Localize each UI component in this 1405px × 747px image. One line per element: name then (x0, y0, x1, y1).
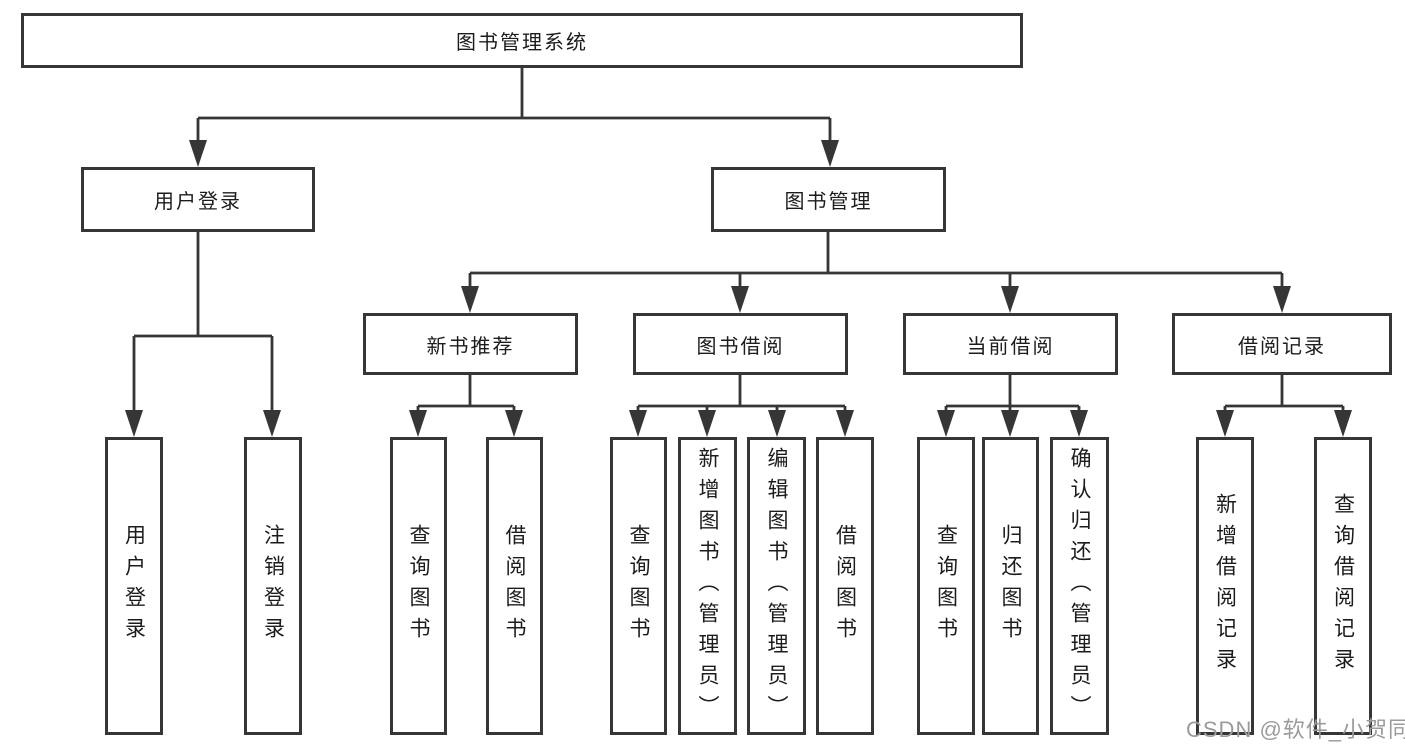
node-borrow-records: 借阅记录 (1172, 313, 1392, 375)
node-user-login: 用户登录 (81, 167, 315, 232)
leaf-logout: 注销登录 (244, 437, 302, 735)
leaf-return-book: 归还图书 (982, 437, 1039, 735)
node-new-book-recommend: 新书推荐 (363, 313, 578, 375)
csdn-watermark: CSDN @软件_小贺同学 (1186, 717, 1405, 742)
leaf-borrow-book: 借阅图书 (816, 437, 874, 735)
leaf-query-book-current: 查询图书 (917, 437, 975, 735)
leaf-query-borrow-record: 查询借阅记录 (1314, 437, 1372, 735)
leaf-add-borrow-record: 新增借阅记录 (1196, 437, 1254, 735)
leaf-edit-book-admin: 编辑图书（管理员） (747, 437, 806, 735)
node-book-management: 图书管理 (711, 167, 946, 232)
leaf-borrow-book-recommend: 借阅图书 (486, 437, 543, 735)
node-library-management-system: 图书管理系统 (21, 13, 1023, 68)
leaf-query-book-borrow: 查询图书 (610, 437, 667, 735)
leaf-confirm-return-admin: 确认归还（管理员） (1050, 437, 1109, 735)
node-current-borrow: 当前借阅 (903, 313, 1118, 375)
leaf-user-login: 用户登录 (105, 437, 163, 735)
node-book-borrow: 图书借阅 (633, 313, 848, 375)
leaf-query-book-recommend: 查询图书 (390, 437, 447, 735)
leaf-add-book-admin: 新增图书（管理员） (678, 437, 737, 735)
